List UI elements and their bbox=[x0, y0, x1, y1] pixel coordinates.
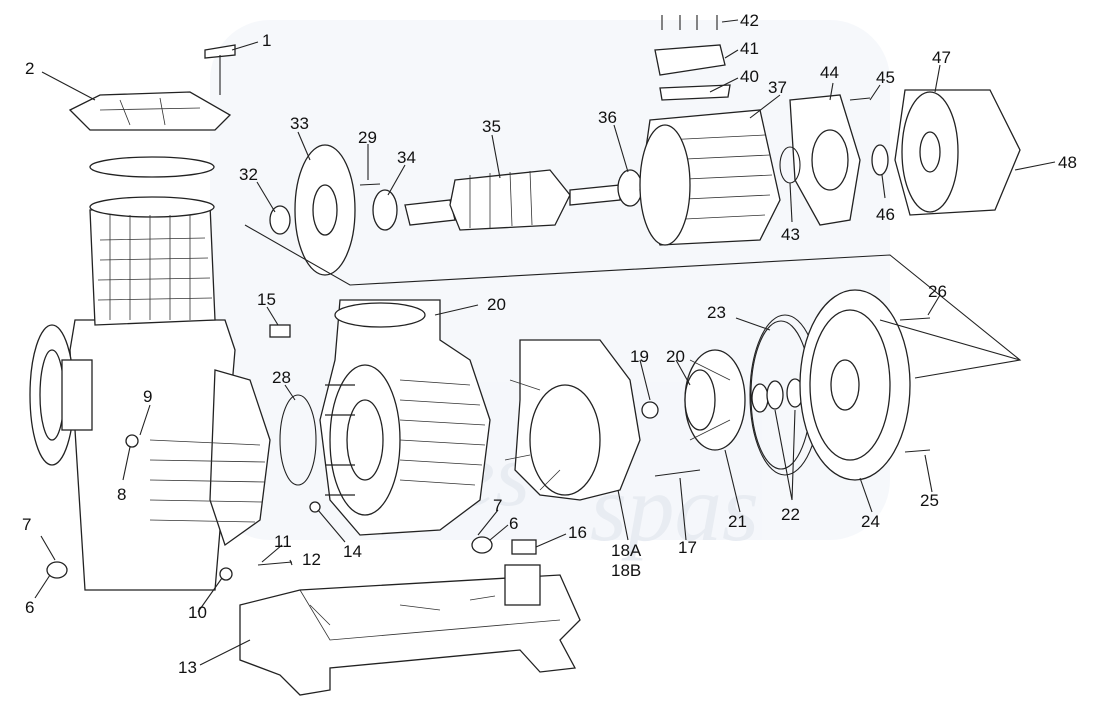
cover-plate bbox=[799, 289, 911, 481]
label-40: 40 bbox=[740, 67, 759, 86]
label-45: 45 bbox=[876, 68, 895, 87]
base-plate bbox=[239, 564, 581, 696]
label-8: 8 bbox=[117, 485, 126, 504]
label-36: 36 bbox=[598, 108, 617, 127]
label-11: 11 bbox=[274, 532, 292, 551]
label-7a: 7 bbox=[22, 515, 31, 534]
label-13: 13 bbox=[178, 658, 197, 677]
label-46: 46 bbox=[876, 205, 895, 224]
label-18b: 18B bbox=[611, 561, 641, 580]
o-ring-and-seals bbox=[749, 314, 821, 476]
label-16: 16 bbox=[568, 523, 587, 542]
label-41: 41 bbox=[740, 39, 759, 58]
label-7b: 7 bbox=[493, 496, 502, 515]
callout-labels: 1 2 6 6 7 7 8 9 10 11 12 13 14 15 16 17 … bbox=[22, 11, 1077, 677]
label-34: 34 bbox=[397, 148, 416, 167]
volute-housing bbox=[319, 299, 491, 536]
label-24: 24 bbox=[861, 512, 880, 531]
label-6a: 6 bbox=[25, 598, 34, 617]
label-1: 1 bbox=[262, 31, 271, 50]
label-17: 17 bbox=[678, 538, 697, 557]
label-44: 44 bbox=[820, 63, 839, 82]
label-25: 25 bbox=[920, 491, 939, 510]
diffuser bbox=[504, 339, 641, 501]
label-23: 23 bbox=[707, 303, 726, 322]
label-43: 43 bbox=[781, 225, 800, 244]
leader-lines bbox=[34, 19, 1056, 666]
label-33: 33 bbox=[290, 114, 309, 133]
small-parts bbox=[46, 15, 931, 581]
label-48: 48 bbox=[1058, 153, 1077, 172]
alignment-lines bbox=[244, 224, 1022, 379]
label-32: 32 bbox=[239, 165, 258, 184]
label-26: 26 bbox=[928, 282, 947, 301]
label-21: 21 bbox=[728, 512, 747, 531]
label-14: 14 bbox=[343, 542, 362, 561]
label-15: 15 bbox=[257, 290, 276, 309]
label-18a: 18A bbox=[611, 541, 642, 560]
motor-upper-assembly bbox=[269, 44, 1021, 276]
label-22: 22 bbox=[781, 505, 800, 524]
label-2: 2 bbox=[25, 59, 34, 78]
strainer-housing bbox=[29, 91, 236, 591]
label-37: 37 bbox=[768, 78, 787, 97]
label-29: 29 bbox=[358, 128, 377, 147]
o-ring-28 bbox=[279, 394, 317, 486]
label-6b: 6 bbox=[509, 514, 518, 533]
label-19: 19 bbox=[630, 347, 649, 366]
label-20a: 20 bbox=[487, 295, 506, 314]
label-42: 42 bbox=[740, 11, 759, 30]
label-20b: 20 bbox=[666, 347, 685, 366]
label-35: 35 bbox=[482, 117, 501, 136]
label-10: 10 bbox=[188, 603, 207, 622]
impeller bbox=[684, 349, 746, 451]
label-28: 28 bbox=[272, 368, 291, 387]
pump-body-fins bbox=[149, 369, 271, 547]
label-12: 12 bbox=[302, 550, 321, 569]
label-9: 9 bbox=[143, 387, 152, 406]
label-47: 47 bbox=[932, 48, 951, 67]
